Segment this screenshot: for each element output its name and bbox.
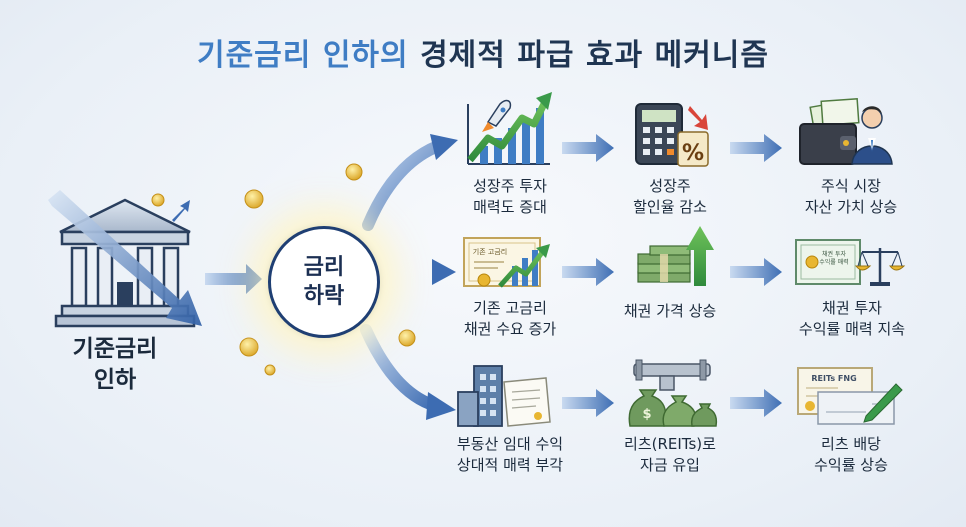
certificate-text: 기존 고금리 <box>473 247 507 256</box>
result-1-line-2: 할인율 감소 <box>633 198 707 216</box>
outcome-3-line-2: 수익률 상승 <box>814 456 888 474</box>
coin-icon <box>151 163 416 376</box>
effect-label-2: 기존 고금리 채권 수요 증가 <box>432 298 588 340</box>
result-label-3: 리츠(REITs)로 자금 유입 <box>596 434 744 476</box>
bond-certificate-text-1: 채권 투자 <box>822 250 846 258</box>
effect-label-3: 부동산 임대 수익 상대적 매력 부각 <box>420 434 600 476</box>
result-label-2: 채권 가격 상승 <box>600 301 740 322</box>
percent-sign: % <box>682 141 704 166</box>
growth-chart-rocket-icon <box>467 92 552 165</box>
result-3-line-1: 리츠(REITs)로 <box>624 435 716 453</box>
effect-2-line-1: 기존 고금리 <box>473 299 547 317</box>
effect-1-line-1: 성장주 투자 <box>473 177 547 195</box>
calculator-icon <box>635 103 709 167</box>
result-3-line-2: 자금 유입 <box>640 456 700 474</box>
effect-3-line-2: 상대적 매력 부각 <box>456 456 564 474</box>
pipe-moneybag-icon <box>628 359 718 427</box>
outcome-2-line-1: 채권 투자 <box>822 299 882 317</box>
outcome-1-line-1: 주식 시장 <box>821 177 881 195</box>
price-up-arrow-icon <box>686 226 714 286</box>
flow-arrows <box>562 134 782 417</box>
page-title: 기준금리 인하의 경제적 파급 효과 메커니즘 <box>0 30 966 74</box>
dollar-sign: $ <box>642 407 651 422</box>
reits-document-text: REITs FNG <box>811 374 856 383</box>
outcome-label-2: 채권 투자 수익률 매력 지속 <box>770 298 934 340</box>
source-line-1: 기준금리 <box>72 336 158 362</box>
rate-drop-circle: 금리 하락 <box>268 226 380 338</box>
source-line-2: 인하 <box>93 367 137 393</box>
bond-certificate-scale-icon <box>795 239 906 286</box>
effect-label-1: 성장주 투자 매력도 증대 <box>440 176 580 218</box>
center-line-1: 금리 <box>303 255 345 280</box>
wallet-investor-icon <box>799 97 893 165</box>
center-line-2: 하락 <box>303 284 345 309</box>
falling-rate-arrow-icon <box>48 190 202 326</box>
outcome-label-3: 리츠 배당 수익률 상승 <box>776 434 926 476</box>
result-label-1: 성장주 할인율 감소 <box>600 176 740 218</box>
result-2-line-1: 채권 가격 상승 <box>623 302 717 320</box>
outcome-2-line-2: 수익률 매력 지속 <box>798 320 906 338</box>
result-1-line-1: 성장주 <box>649 177 691 195</box>
outcome-label-1: 주식 시장 자산 가치 상승 <box>776 176 926 218</box>
title-rest: 경제적 파급 효과 메커니즘 <box>420 38 770 73</box>
effect-2-line-2: 채권 수요 증가 <box>463 320 557 338</box>
certificate-chart-icon <box>463 237 550 288</box>
outcome-3-line-1: 리츠 배당 <box>821 435 881 453</box>
effect-1-line-2: 매력도 증대 <box>473 198 547 216</box>
buildings-document-icon <box>457 365 551 427</box>
money-stack-icon <box>637 245 691 283</box>
effect-3-line-1: 부동산 임대 수익 <box>456 435 564 453</box>
source-label: 기준금리 인하 <box>40 334 190 396</box>
title-highlight: 기준금리 인하의 <box>196 38 409 73</box>
bond-certificate-text-2: 수익률 매력 <box>819 258 849 266</box>
arrow-source-to-center <box>205 264 262 294</box>
small-up-arrow-icon <box>172 200 190 222</box>
outcome-1-line-2: 자산 가치 상승 <box>804 198 898 216</box>
branch-arrows <box>360 134 458 420</box>
reits-check-icon <box>797 367 903 425</box>
